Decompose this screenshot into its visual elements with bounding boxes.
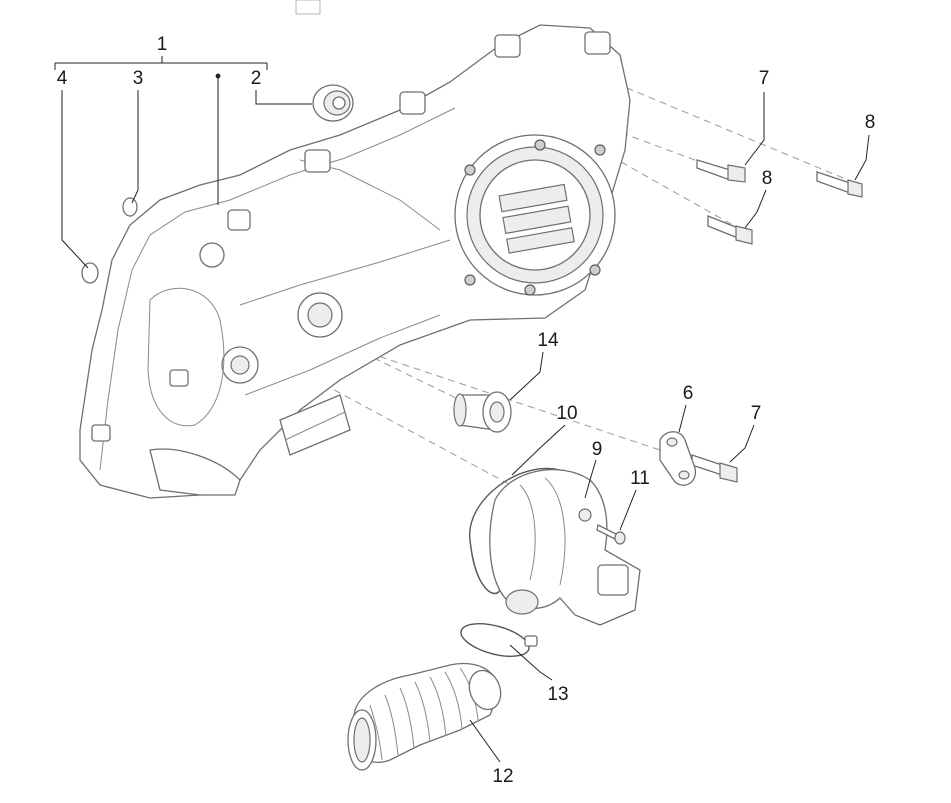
bolt-part-8-upper [816,171,863,198]
callout-14: 14 [537,330,559,351]
dowel-part-4 [81,262,99,284]
bolt-part-7-upper [696,159,746,183]
hose-clamp-part-13 [460,623,538,657]
intake-bellows-part-12 [347,662,502,771]
bolt-part-8-lower [707,215,753,245]
transmission-cover [79,24,631,499]
page-marker-box [295,0,321,15]
bracket-part-6 [659,431,697,486]
callout-7-upper: 7 [759,68,770,89]
filter-insert-part-14 [453,391,512,433]
intake-manifold-part-9 [489,468,641,626]
leader-lines [54,56,870,763]
callout-4: 4 [57,68,68,89]
callout-8-upper: 8 [865,112,876,133]
callout-1: 1 [157,34,168,55]
callout-13: 13 [547,684,568,705]
callout-10: 10 [556,403,577,424]
dowel-part-3 [122,197,138,217]
callout-3: 3 [133,68,144,89]
callout-2: 2 [251,68,262,89]
screw-part-11 [596,524,626,545]
callout-6: 6 [683,383,694,404]
callout-11: 11 [630,468,650,489]
callout-9: 9 [592,439,603,460]
callout-8-lower: 8 [762,168,773,189]
callout-12: 12 [492,766,513,787]
callout-labels: 1 4 3 2 7 8 8 14 6 7 10 9 11 13 12 [57,34,876,787]
callout-7-lower: 7 [751,403,762,424]
bolt-part-7-lower [691,454,738,483]
bearing-part-2 [312,84,354,122]
